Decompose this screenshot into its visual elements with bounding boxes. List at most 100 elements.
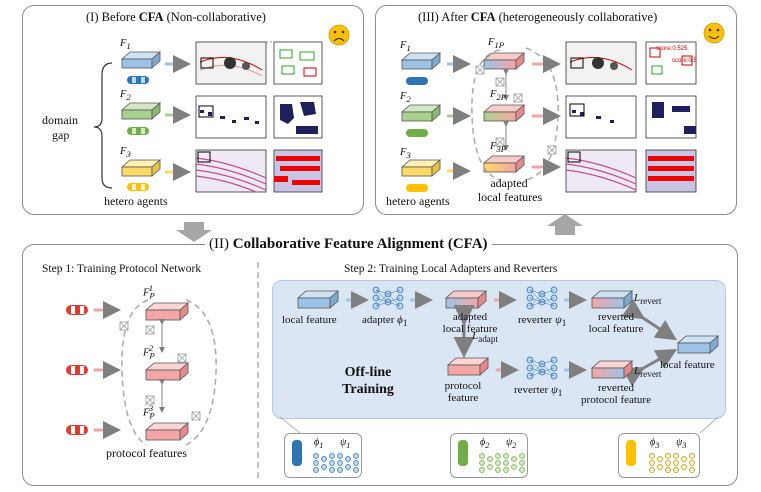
- s2-local-feature-label: local feature: [282, 314, 337, 326]
- legend-phi2: ϕ2: [480, 437, 489, 450]
- rev-sub: 1: [557, 388, 563, 399]
- fl: F: [120, 38, 127, 49]
- s2-reverted-protocol: [590, 360, 634, 379]
- legend-psi3: ψ3: [676, 437, 686, 450]
- fs: P: [149, 410, 155, 421]
- step1-title: Step 1: Training Protocol Network: [42, 263, 202, 275]
- fl: F: [400, 40, 407, 51]
- dashed-loop-left: [471, 49, 501, 181]
- protocol-label-2: FP2: [143, 343, 155, 361]
- l2: local feature: [588, 323, 644, 335]
- fl: F: [490, 89, 497, 100]
- arrow-down-gray: [176, 222, 212, 242]
- p3-feature-label-1: F1: [400, 40, 411, 53]
- psi1-network-icon: [337, 453, 359, 473]
- car-green-icon: [458, 440, 468, 466]
- p3-hetero-agents-label: hetero agents: [386, 194, 450, 208]
- legend-graphics: [292, 440, 695, 473]
- s2-adapted-feature: [444, 290, 488, 309]
- l: L: [634, 292, 641, 304]
- fl: F: [490, 141, 497, 152]
- domain-gap-brace: [93, 62, 113, 189]
- sym: ψ: [340, 437, 347, 448]
- car-red-icon-2: [66, 365, 88, 375]
- adapted-slab-2: [482, 104, 526, 122]
- fs: 2: [406, 94, 411, 105]
- sub: 1: [319, 441, 324, 450]
- output-lanes-3: [195, 149, 323, 193]
- adapter-sym: ϕ: [397, 314, 403, 326]
- fs: 3P: [496, 144, 507, 155]
- output-seg-2: [195, 95, 323, 139]
- car-blue-icon: [406, 77, 428, 85]
- car-red-icon-1: [66, 305, 88, 315]
- p3-output-seg: [565, 95, 697, 139]
- step2-title: Step 2: Training Local Adapters and Reve…: [344, 263, 558, 275]
- sub: 1: [346, 441, 351, 450]
- s2-adapter-label: adapter ϕ1: [362, 314, 407, 328]
- reverter-network-icon: [526, 286, 558, 310]
- fsup: 1: [148, 283, 154, 293]
- adapted-local-label-1: adapted: [490, 176, 528, 190]
- rev-sub: 1: [561, 318, 567, 329]
- feature-slab-3: [120, 159, 162, 177]
- title-prefix: (III) After: [418, 10, 471, 24]
- fl: F: [120, 89, 127, 100]
- s2-local-feature-right: [676, 335, 720, 354]
- l2: protocol feature: [581, 394, 651, 406]
- car-yellow-icon: [626, 440, 636, 466]
- s2-local-feature-right-label: local feature: [660, 359, 715, 371]
- car-yellow-icon: [406, 184, 428, 192]
- protocol-label-3: FP3: [143, 403, 155, 421]
- l1: protocol: [444, 380, 482, 392]
- fs: 3: [126, 149, 131, 160]
- p3-output-lanes: [565, 149, 697, 193]
- legend-psi2: ψ2: [506, 437, 516, 450]
- fs: 2: [126, 92, 131, 103]
- car-blue-icon: [292, 440, 302, 466]
- protocol-slab-3: [144, 422, 190, 441]
- p3-output-lidar: [565, 41, 697, 85]
- crossed-box-icons: [119, 321, 201, 421]
- fs: 1: [126, 41, 131, 52]
- l-revert-label-1: Lrevert: [634, 292, 661, 306]
- step2-graphics: [279, 286, 720, 434]
- adapter-text: adapter: [362, 314, 395, 326]
- adapter-network-icon: [372, 286, 404, 310]
- phi2-network-icon: [479, 453, 501, 473]
- p3-slab-1: [400, 52, 442, 70]
- panel3-graphics: [400, 22, 725, 193]
- s2-reverter-label-2: reverter ψ1: [514, 384, 562, 398]
- adapted-slab-1: [482, 52, 526, 70]
- protocol-label-1: FP1: [143, 283, 155, 301]
- protocol-features-caption: protocol features: [106, 446, 187, 460]
- crossed-box-icons: [475, 65, 557, 155]
- legend-phi3: ϕ3: [650, 437, 659, 450]
- fs: 2P: [496, 92, 507, 103]
- sub: 3: [682, 441, 687, 450]
- happy-face-icon: [703, 22, 725, 44]
- lsub: revert: [640, 369, 662, 380]
- p1-feature-label-3: F3: [120, 146, 131, 159]
- l: L: [634, 365, 641, 377]
- protocol-slab-1: [144, 302, 190, 321]
- adapted-slab-3: [482, 155, 526, 173]
- s2-protocol-feature: [446, 357, 490, 376]
- fl: F: [400, 91, 407, 102]
- car-yellow-icon: [127, 183, 149, 191]
- panel1-graphics: [93, 24, 350, 193]
- l2: local feature: [442, 323, 498, 335]
- l: L: [472, 330, 479, 342]
- s2-local-feature: [296, 290, 340, 309]
- fs: P: [149, 350, 155, 361]
- l1: reverted: [597, 311, 635, 323]
- fl: F: [143, 287, 150, 299]
- title-prefix: (II): [209, 236, 233, 252]
- l-revert-label-2: Lrevert: [634, 365, 661, 379]
- arrow-up-gray: [547, 214, 583, 235]
- psi3-network-icon: [673, 453, 695, 473]
- sym: ϕ: [480, 437, 486, 448]
- fs: 3: [406, 150, 411, 161]
